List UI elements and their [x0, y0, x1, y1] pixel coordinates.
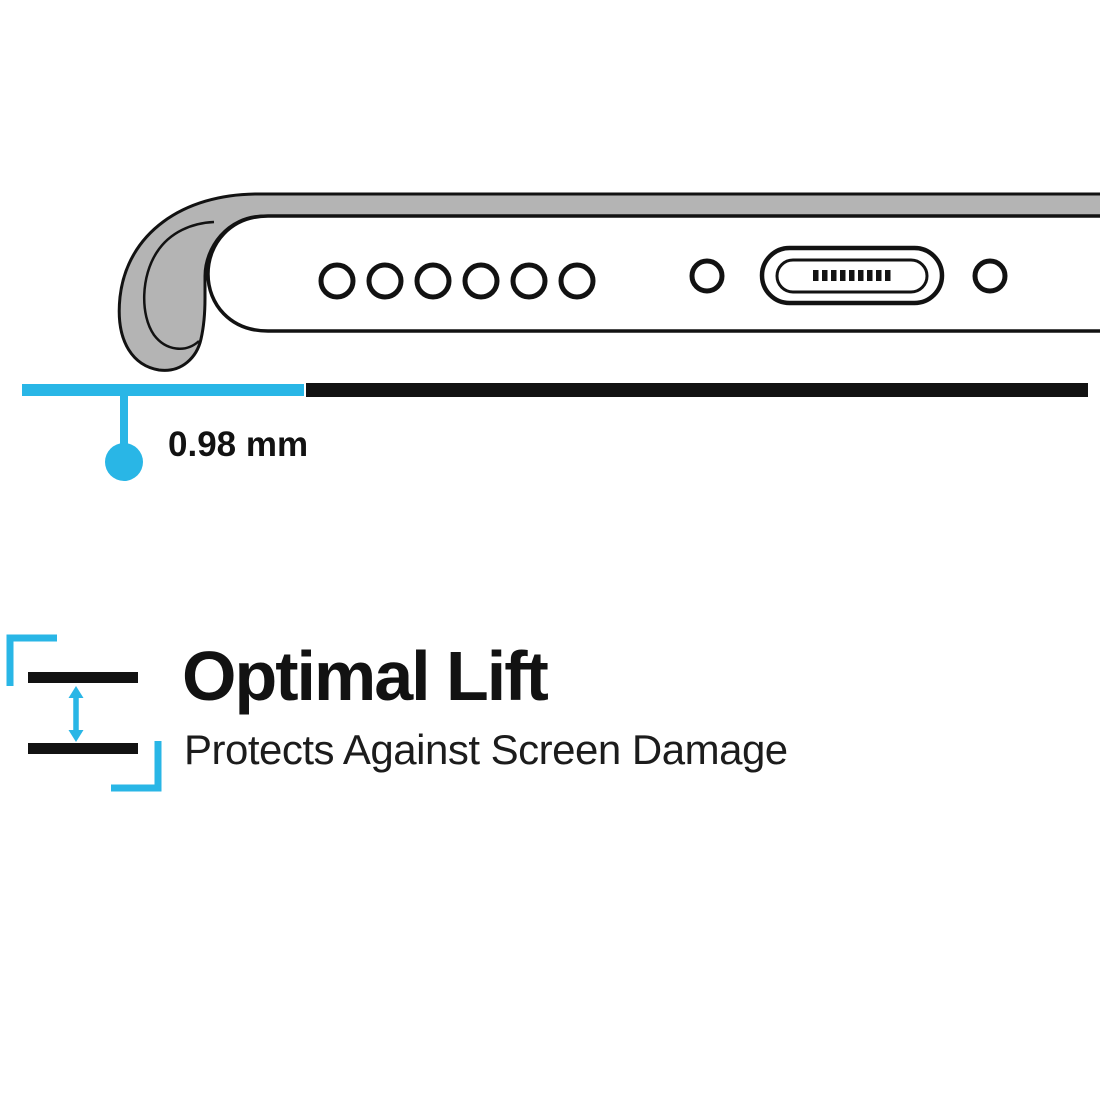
speaker-hole-icon [366, 262, 404, 300]
speaker-hole-icon [558, 262, 596, 300]
speaker-hole-icon [318, 262, 356, 300]
feature-subtitle: Protects Against Screen Damage [184, 726, 788, 773]
speaker-hole-icon [510, 262, 548, 300]
surface-edge-bar [28, 743, 138, 754]
mic-hole-icon [972, 258, 1008, 294]
case-lip-inner-contour [143, 220, 215, 350]
bracket-top-left [6, 634, 57, 686]
speaker-holes [318, 262, 596, 300]
mic-hole-icon [689, 258, 725, 294]
surface-measure-line [306, 383, 1088, 397]
screen-edge-bar [28, 672, 138, 683]
speaker-hole-icon [414, 262, 452, 300]
speaker-hole-icon [462, 262, 500, 300]
measure-pointer-line [120, 396, 128, 446]
vertical-gap-arrow-icon [68, 686, 84, 742]
lift-measurement-value: 0.98 mm [168, 425, 309, 464]
lift-measurement [22, 383, 1088, 481]
feature-title: Optimal Lift [182, 637, 549, 715]
case-lip-measure-line [22, 384, 304, 396]
phone-bottom-edge-illustration [117, 192, 1100, 372]
port-pin-contacts [813, 270, 891, 281]
measure-pointer-dot [105, 443, 143, 481]
lift-gap-icon [6, 634, 162, 792]
charging-port-icon [759, 245, 945, 306]
bracket-bottom-right [111, 741, 162, 792]
